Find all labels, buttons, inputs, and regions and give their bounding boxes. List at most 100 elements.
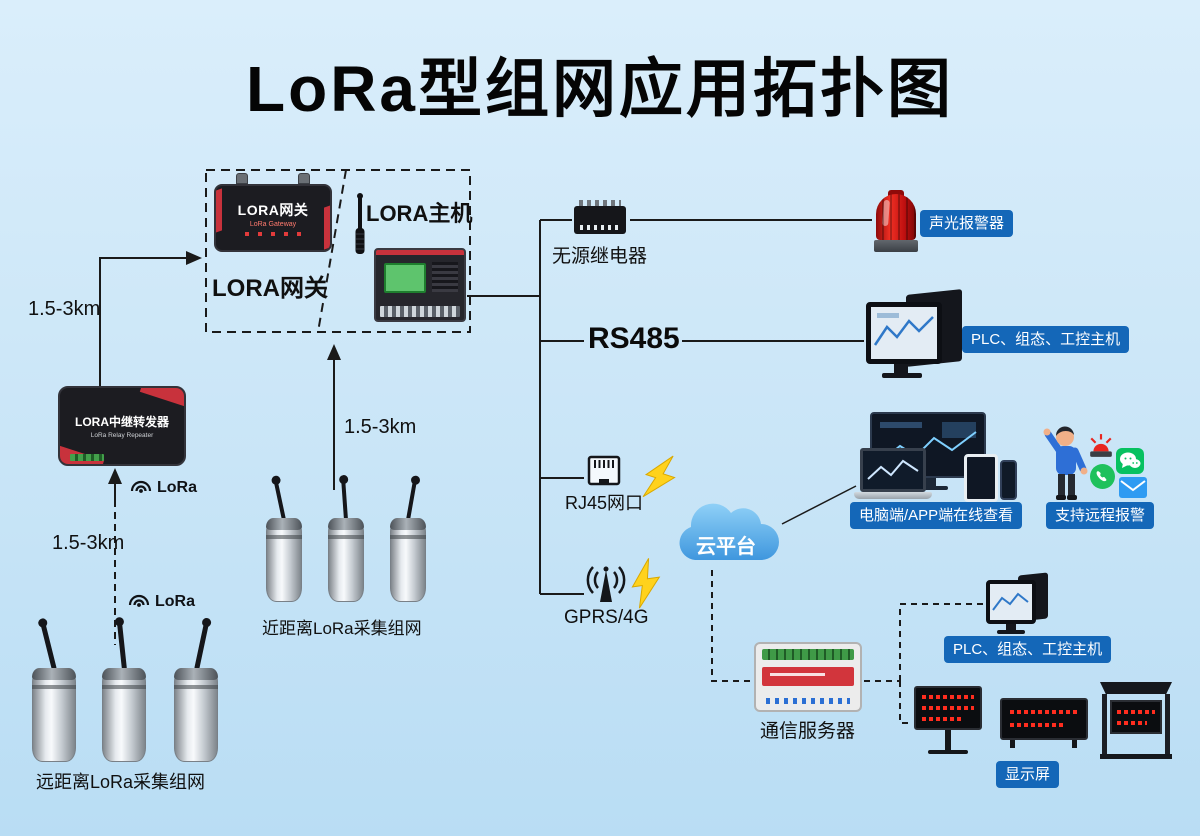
distance-label-top: 1.5-3km [28, 298, 101, 320]
plc-badge-top: PLC、组态、工控主机 [962, 326, 1130, 353]
host-board-edge [376, 250, 464, 255]
monitor-base [882, 373, 922, 378]
near-collector-2 [328, 479, 364, 602]
near-collector-3 [390, 480, 426, 602]
rj45-label: RJ45网口 [565, 493, 644, 513]
gprs-antenna-icon [586, 566, 626, 602]
phone-call-icon [1090, 464, 1115, 489]
antenna-rod [39, 622, 57, 671]
wechat-icon [1116, 448, 1144, 474]
repeater-device-title: LORA中继转发器 [75, 415, 169, 429]
gateway-device-title: LORA网关 [237, 202, 309, 218]
pc-app-badge: 电脑端/APP端在线查看 [850, 502, 1023, 529]
host-antenna-icon [355, 193, 365, 254]
display-pole [945, 730, 951, 750]
lora-gateway-device: LORA网关 LoRa Gateway [214, 173, 332, 252]
gateway-device-body: LORA网关 LoRa Gateway [214, 184, 332, 252]
collector-cylinder [266, 518, 302, 602]
server-brand-band [762, 667, 854, 686]
led-display-pole [914, 686, 982, 730]
lightning-bolt-icon-top [642, 455, 676, 498]
alarm-badge: 声光报警器 [920, 210, 1014, 237]
laptop-ui-icon [867, 459, 919, 480]
monitor-screen [866, 302, 942, 364]
host-terminal-strip [380, 306, 460, 317]
lora-host-board [374, 248, 466, 322]
antenna-rod [341, 479, 348, 521]
screen-chart-icon [992, 592, 1029, 611]
lora-logo-text: LoRa [155, 593, 195, 610]
monitor-stand [920, 478, 936, 486]
lora-signal-icon [130, 480, 152, 493]
shelter-post [1165, 694, 1170, 754]
distance-label-middle: 1.5-3km [344, 416, 417, 438]
alarm-dome [876, 194, 916, 240]
host-lcd-screen [384, 263, 426, 293]
gateway-antenna-ports-icon [228, 173, 318, 184]
monitor-base [908, 486, 948, 490]
gateway-label: LORA网关 [212, 275, 328, 302]
shelter-base [1100, 754, 1172, 759]
cloud-platform-icon [679, 503, 779, 560]
server-led-row [766, 698, 850, 704]
monitor-screen [986, 580, 1036, 624]
host-heatsink [432, 262, 458, 292]
lora-logo-upper: LoRa [128, 476, 197, 496]
email-icon [1119, 477, 1147, 498]
led-text-row [922, 695, 974, 699]
monitor-base [997, 630, 1025, 634]
lora-logo-lower: LoRa [126, 590, 195, 610]
led-displays-group [914, 682, 1174, 762]
screen-chart-icon [873, 313, 934, 346]
led-text-row [1010, 723, 1064, 727]
led-text-row [922, 706, 974, 710]
sound-light-alarm-icon [874, 190, 918, 252]
rs485-label: RS485 [588, 322, 680, 355]
plc-monitor-top [866, 289, 962, 380]
lightning-bolt-icon-bottom [631, 558, 661, 609]
plc-badge-bottom: PLC、组态、工控主机 [944, 636, 1112, 663]
antenna-rod [116, 622, 127, 671]
monitor-stand [1006, 624, 1016, 630]
far-collector-1 [32, 622, 76, 762]
passive-relay-icon [574, 200, 626, 234]
tablet [964, 454, 998, 502]
repeater-device-subtitle: LoRa Relay Repeater [90, 432, 154, 439]
collector-cylinder [102, 668, 146, 762]
laptop-screen [860, 448, 926, 492]
gateway-leds-icon [245, 232, 301, 236]
led-text-row [1117, 721, 1147, 725]
gprs-label: GPRS/4G [564, 607, 649, 628]
antenna-rod [193, 622, 209, 671]
led-display-wide [1000, 698, 1088, 740]
antenna-rod [406, 480, 417, 521]
repeater-terminal-strip [70, 454, 104, 461]
far-network-label: 远距离LoRa采集组网 [36, 772, 206, 792]
collector-cylinder [390, 518, 426, 602]
page-title: LoRa型组网应用拓扑图 [246, 53, 954, 125]
cloud-platform-label: 云平台 [696, 536, 756, 558]
antenna-rod [273, 480, 286, 521]
gateway-device-subtitle: LoRa Gateway [249, 221, 297, 228]
led-text-row [922, 717, 962, 721]
alarm-base [874, 240, 918, 252]
display-leg [1072, 740, 1077, 748]
person-icon [1043, 426, 1088, 500]
remote-alarm-badge: 支持远程报警 [1046, 502, 1155, 529]
alarm-light-icon [1090, 434, 1112, 457]
led-text-row [1117, 710, 1155, 714]
monitor-stand [894, 364, 908, 373]
display-leg [1010, 740, 1015, 748]
distance-label-bottom: 1.5-3km [52, 532, 125, 554]
shelter-roof [1100, 682, 1172, 694]
alarm-cap [888, 190, 904, 196]
lora-repeater-device: LORA中继转发器 LoRa Relay Repeater [58, 386, 186, 466]
lora-signal-icon [128, 594, 150, 607]
computers-group [854, 412, 1017, 508]
near-collector-1 [266, 480, 302, 602]
server-terminals [762, 649, 854, 660]
laptop-base [854, 492, 932, 499]
display-base [928, 750, 968, 754]
display-badge: 显示屏 [996, 761, 1060, 788]
